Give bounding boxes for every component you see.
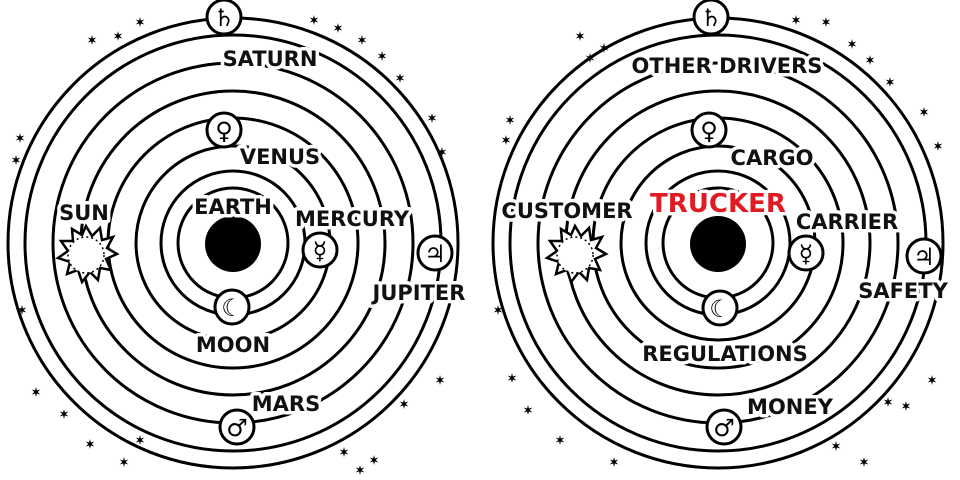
left-jupiter-icon: ♃ <box>416 234 454 272</box>
star-icon <box>59 409 69 419</box>
svg-text:☾: ☾ <box>709 295 731 323</box>
svg-text:☿: ☿ <box>799 240 814 268</box>
star-icon <box>369 455 379 465</box>
left-diagram: ♄ ♀ ☿ ♃ ☾ ♂ SATURN VENUS EARTH SUN MERCU… <box>6 0 469 470</box>
star-icon <box>31 387 41 397</box>
left-mercury-icon: ☿ <box>301 231 339 269</box>
right-mars-icon: ♂ <box>705 408 743 446</box>
left-label-mercury: MERCURY <box>295 207 410 231</box>
star-icon <box>919 107 929 117</box>
svg-text:☾: ☾ <box>221 294 243 322</box>
star-icon <box>339 447 349 457</box>
star-icon <box>555 435 565 445</box>
star-icon <box>507 373 517 383</box>
star-icon <box>883 397 893 407</box>
star-icon <box>135 17 145 27</box>
left-label-mars: MARS <box>252 392 320 416</box>
star-icon <box>821 17 831 27</box>
star-icon <box>493 305 503 315</box>
star-icon <box>11 155 21 165</box>
left-label-earth: EARTH <box>194 195 272 219</box>
star-icon <box>437 147 447 157</box>
star-icon <box>885 77 895 87</box>
star-icon <box>847 39 857 49</box>
right-saturn-icon: ♄ <box>692 0 730 36</box>
right-label-money: MONEY <box>747 395 834 419</box>
star-icon <box>85 439 95 449</box>
right-jupiter-icon: ♃ <box>905 237 943 275</box>
right-venus-icon: ♀ <box>690 111 728 149</box>
svg-text:☿: ☿ <box>313 237 328 265</box>
star-icon <box>87 35 97 45</box>
star-icon <box>357 35 367 45</box>
left-label-sun: SUN <box>59 201 109 225</box>
star-icon <box>791 15 801 25</box>
star-icon <box>355 465 365 475</box>
star-icon <box>399 399 409 409</box>
right-moon-icon: ☾ <box>701 289 739 327</box>
right-earth-disc <box>690 216 746 272</box>
star-icon <box>501 135 511 145</box>
star-icon <box>609 457 619 467</box>
left-label-moon: MOON <box>196 333 270 357</box>
star-icon <box>377 51 387 61</box>
star-icon <box>309 15 319 25</box>
svg-text:♂: ♂ <box>226 414 248 442</box>
left-label-saturn: SATURN <box>223 47 318 71</box>
right-label-cargo: CARGO <box>731 146 814 170</box>
star-icon <box>333 23 343 33</box>
svg-text:♄: ♄ <box>213 4 235 32</box>
star-icon <box>933 141 943 151</box>
left-label-venus: VENUS <box>240 145 320 169</box>
star-icon <box>859 457 869 467</box>
left-mars-icon: ♂ <box>218 408 256 446</box>
right-label-carrier: CARRIER <box>796 210 898 234</box>
left-sun-icon <box>55 223 120 285</box>
star-icon <box>17 305 27 315</box>
right-label-other-drivers: OTHER DRIVERS <box>632 54 823 78</box>
left-earth-disc <box>205 216 261 272</box>
decorative-stars <box>11 15 943 475</box>
star-icon <box>575 31 585 41</box>
right-mercury-icon: ☿ <box>787 234 825 272</box>
left-venus-icon: ♀ <box>205 111 243 149</box>
right-diagram: ♄ ♀ ☿ ♃ ☾ ♂ OTHER DRIVERS CARGO TRUCKER … <box>491 0 952 470</box>
star-icon <box>15 133 25 143</box>
svg-text:♃: ♃ <box>913 243 935 271</box>
star-icon <box>927 375 937 385</box>
star-icon <box>831 441 841 451</box>
star-icon <box>599 43 609 53</box>
star-icon <box>585 53 595 63</box>
star-icon <box>523 405 533 415</box>
svg-text:♄: ♄ <box>700 4 722 32</box>
svg-text:♀: ♀ <box>215 117 233 145</box>
left-saturn-icon: ♄ <box>205 0 243 36</box>
star-icon <box>119 457 129 467</box>
right-label-safety: SAFETY <box>858 279 948 303</box>
svg-text:♃: ♃ <box>424 240 446 268</box>
star-icon <box>505 115 515 125</box>
right-label-customer: CUSTOMER <box>501 199 632 223</box>
svg-text:♀: ♀ <box>700 117 718 145</box>
left-label-jupiter: JUPITER <box>371 281 466 305</box>
right-label-trucker: TRUCKER <box>650 189 786 219</box>
star-icon <box>865 55 875 65</box>
left-moon-icon: ☾ <box>213 288 251 326</box>
star-icon <box>901 401 911 411</box>
star-icon <box>135 435 145 445</box>
svg-text:♂: ♂ <box>713 414 735 442</box>
right-sun-icon <box>544 223 609 285</box>
right-label-regulations: REGULATIONS <box>642 342 808 366</box>
star-icon <box>395 73 405 83</box>
star-icon <box>427 113 437 123</box>
star-icon <box>435 375 445 385</box>
star-icon <box>113 31 123 41</box>
